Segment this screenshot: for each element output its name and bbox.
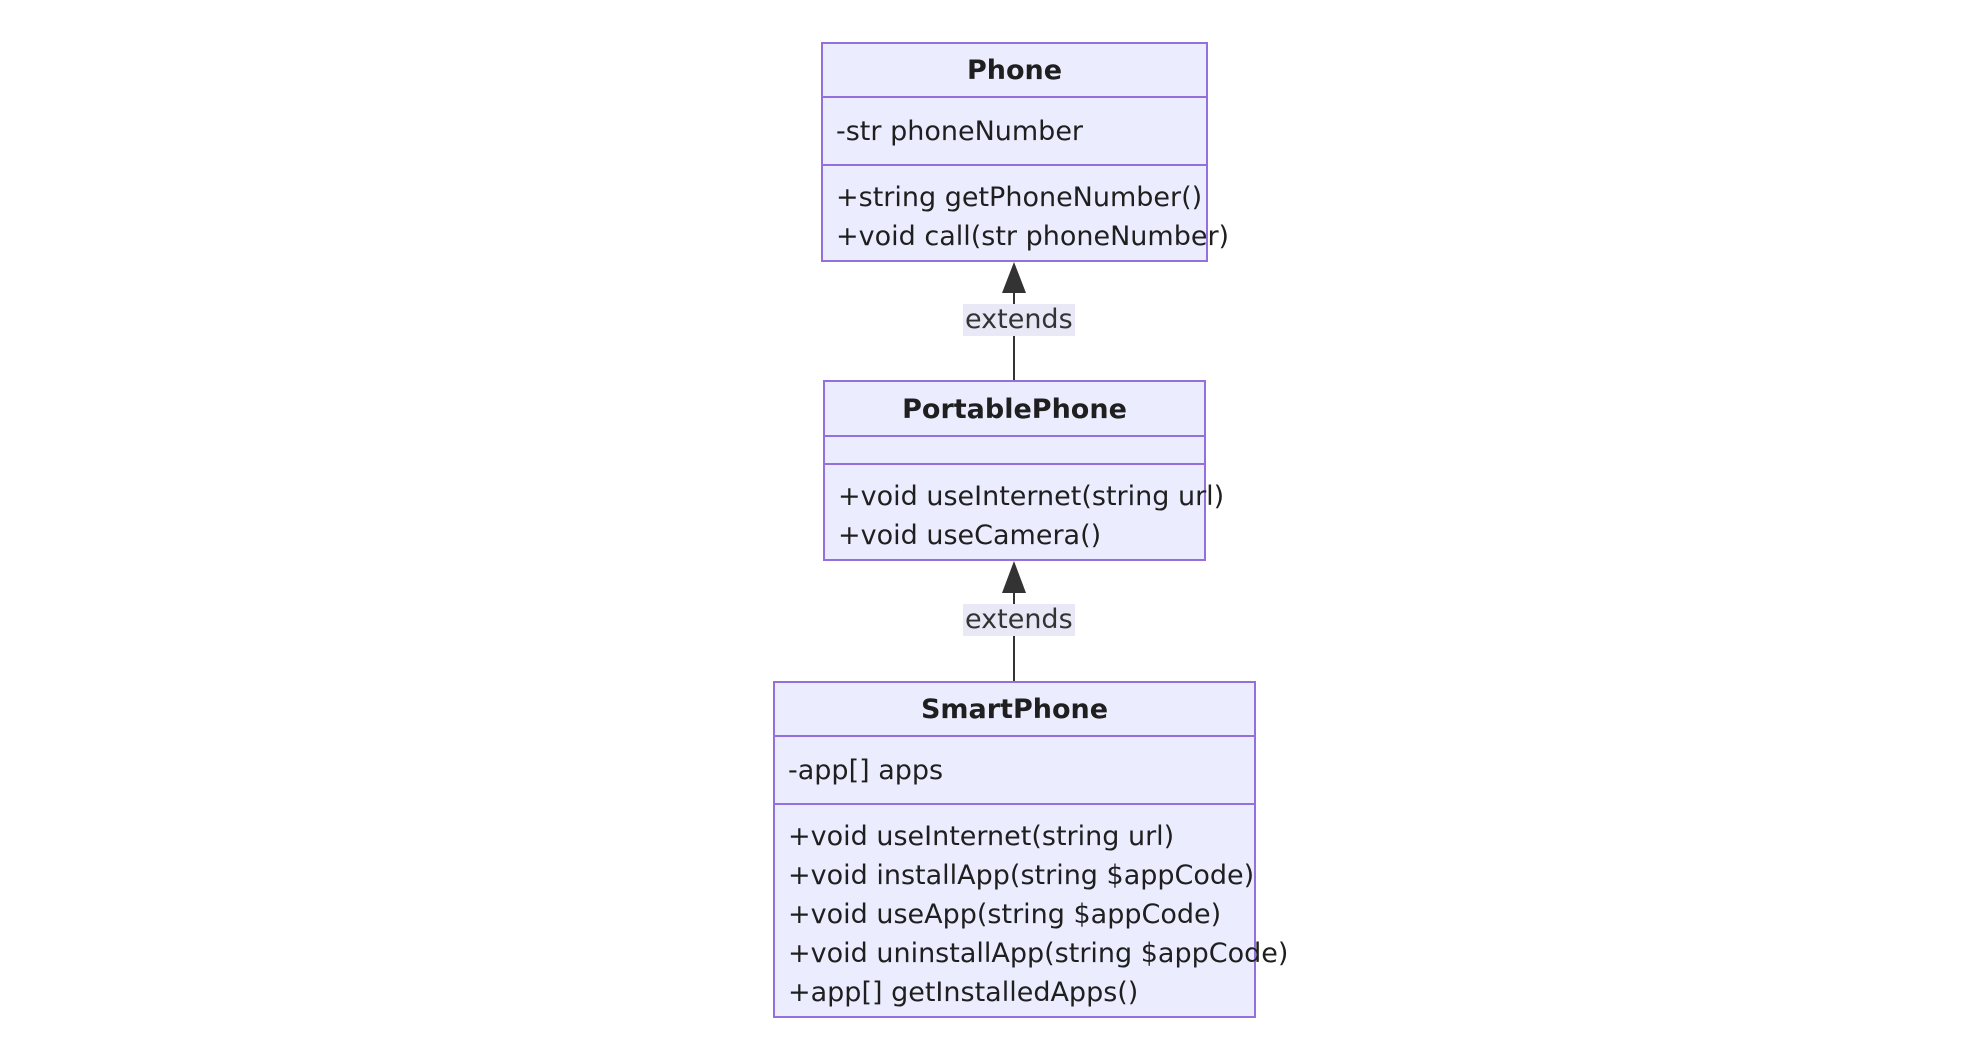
class-smartphone: SmartPhone -app[] apps +void useInternet… (773, 681, 1289, 1018)
method: +void useCamera() (838, 520, 1102, 551)
attribute: -str phoneNumber (836, 116, 1084, 147)
class-portablephone: PortablePhone +void useInternet(string u… (823, 380, 1225, 561)
class-attributes: -app[] apps (775, 737, 1254, 805)
inheritance-arrowhead-icon (1002, 561, 1026, 593)
class-methods: +string getPhoneNumber() +void call(str … (823, 166, 1230, 256)
inheritance-arrowhead-icon (1002, 262, 1026, 293)
method: +void useInternet(string url) (838, 481, 1225, 512)
class-name: Phone (823, 44, 1206, 98)
method: +void useInternet(string url) (788, 821, 1175, 852)
method: +string getPhoneNumber() (836, 182, 1203, 213)
method: +void useApp(string $appCode) (788, 899, 1222, 930)
edge-label-extends: extends (963, 304, 1075, 336)
class-name: SmartPhone (775, 683, 1254, 737)
edge-label-extends: extends (963, 604, 1075, 636)
class-phone: Phone -str phoneNumber +string getPhoneN… (821, 42, 1230, 262)
class-methods: +void useInternet(string url) +void inst… (775, 805, 1289, 1012)
class-name: PortablePhone (825, 382, 1204, 437)
class-attributes: -str phoneNumber (823, 98, 1206, 166)
class-attributes (825, 437, 1204, 465)
class-methods: +void useInternet(string url) +void useC… (825, 465, 1225, 555)
method: +void uninstallApp(string $appCode) (788, 938, 1289, 969)
method: +app[] getInstalledApps() (788, 977, 1139, 1008)
attribute: -app[] apps (788, 755, 944, 786)
method: +void installApp(string $appCode) (788, 860, 1255, 891)
method: +void call(str phoneNumber) (836, 221, 1230, 252)
